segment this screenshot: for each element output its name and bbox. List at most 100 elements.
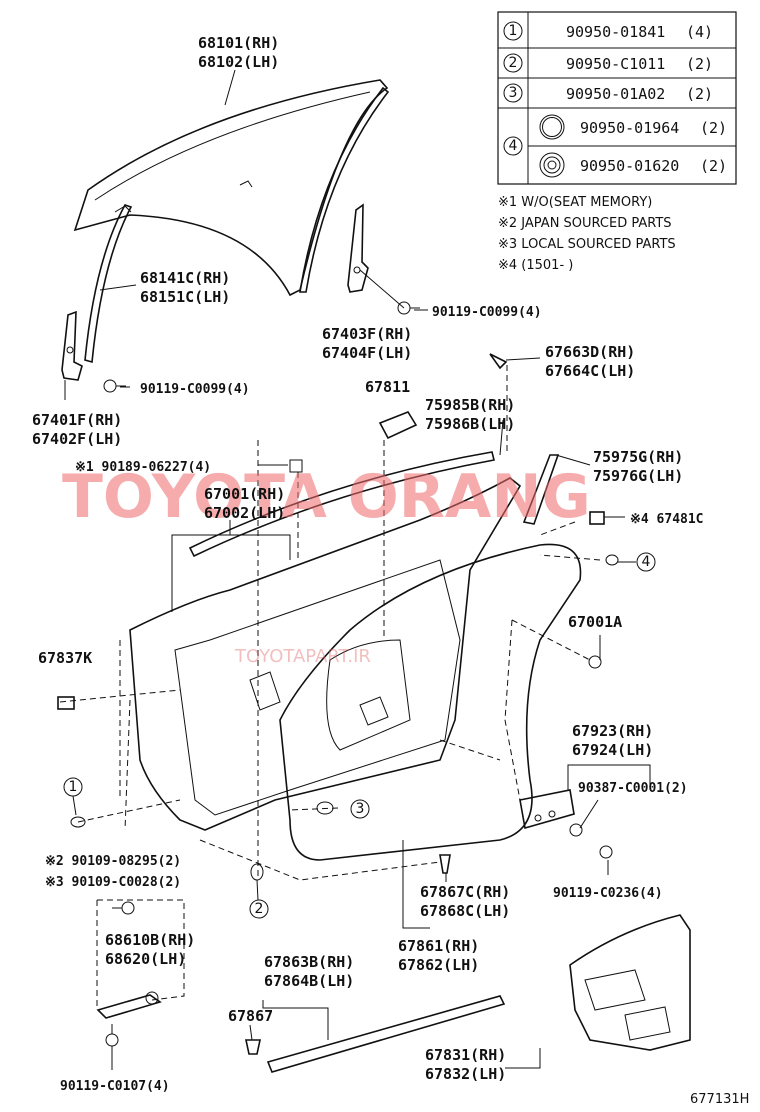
label-68141: 68141C(RH) xyxy=(140,269,230,287)
label-67663: 67663D(RH) xyxy=(545,343,635,361)
table-part-4b: 90950-01620 xyxy=(580,157,679,175)
watermark-sub: TOYOTAPART.IR xyxy=(234,646,371,667)
label-67864: 67864B(LH) xyxy=(264,972,354,990)
run-channel-drawing xyxy=(84,204,133,364)
label-90119d: 90119-C0107(4) xyxy=(60,1079,170,1094)
label-90119b: 90119-C0099(4) xyxy=(432,305,542,320)
label-90387: 90387-C0001(2) xyxy=(578,781,688,796)
door-check-drawing xyxy=(96,991,162,1019)
label-67401: 67401F(RH) xyxy=(32,411,122,429)
bolt-icon xyxy=(599,845,613,859)
label-90109b: ※3 90109-C0028(2) xyxy=(45,875,181,890)
label-67811: 67811 xyxy=(365,378,410,396)
label-67831: 67831(RH) xyxy=(425,1046,506,1064)
plug-icon xyxy=(605,554,619,566)
stopper-drawing xyxy=(519,789,575,830)
callout-3: 3 xyxy=(350,799,370,819)
bolt-icon xyxy=(103,379,126,393)
label-75976: 75976G(LH) xyxy=(593,467,683,485)
svg-text:4: 4 xyxy=(642,554,651,570)
bolt-icon xyxy=(569,823,583,837)
trim-panel-drawing xyxy=(569,914,691,1051)
table-qty-2: (2) xyxy=(686,55,713,73)
diagram-ref: 677131H xyxy=(690,1092,749,1107)
watermark-main: TOYOTA ORANG xyxy=(62,462,591,532)
label-67481: ※4 67481C xyxy=(630,512,704,527)
weatherstrip-drawing xyxy=(279,543,582,861)
bolt-icon xyxy=(397,301,420,315)
leader-lines xyxy=(64,69,651,1070)
label-68620: 68620(LH) xyxy=(105,950,186,968)
door-glass-drawing xyxy=(73,79,389,297)
bracket-icon xyxy=(489,353,508,370)
label-67403: 67403F(RH) xyxy=(322,325,412,343)
note-1: ※1 W/O(SEAT MEMORY) xyxy=(498,195,652,210)
plug-icon xyxy=(70,816,86,828)
svg-text:2: 2 xyxy=(255,901,264,917)
front-bracket-drawing xyxy=(61,310,83,381)
belt-garnish-drawing xyxy=(522,454,560,525)
legend-table: 1 90950-01841 (4) 2 90950-C1011 (2) 3 90… xyxy=(497,11,737,185)
label-90119c: 90119-C0236(4) xyxy=(553,886,663,901)
label-90109a: ※2 90109-08295(2) xyxy=(45,854,181,869)
svg-text:3: 3 xyxy=(356,801,365,817)
label-68101: 68101(RH) xyxy=(198,34,279,52)
clip-icon xyxy=(439,854,451,874)
clip-icon xyxy=(589,511,605,525)
label-67404: 67404F(LH) xyxy=(322,344,412,362)
label-75986: 75986B(LH) xyxy=(425,415,515,433)
callout-2: 2 xyxy=(249,879,269,919)
bolt-icon xyxy=(105,1024,119,1047)
label-90189: ※1 90189-06227(4) xyxy=(75,460,211,475)
table-qty-4a: (2) xyxy=(700,119,727,137)
callout-4: 4 xyxy=(636,552,656,572)
label-68151: 68151C(LH) xyxy=(140,288,230,306)
label-67867: 67867 xyxy=(228,1007,273,1025)
label-67002: 67002(LH) xyxy=(204,504,285,522)
label-67867c: 67867C(RH) xyxy=(420,883,510,901)
table-part-4a: 90950-01964 xyxy=(580,119,679,137)
rear-bracket-drawing xyxy=(347,203,369,293)
label-67923: 67923(RH) xyxy=(572,722,653,740)
svg-text:1: 1 xyxy=(69,779,78,795)
bolt-icon xyxy=(112,901,135,915)
dashed-lines xyxy=(59,365,601,1010)
plug-icon xyxy=(316,801,334,815)
table-qty-3: (2) xyxy=(686,85,713,103)
label-90119a: 90119-C0099(4) xyxy=(140,382,250,397)
note-4: ※4 (1501- ) xyxy=(498,258,573,273)
label-68102: 68102(LH) xyxy=(198,53,279,71)
note-3: ※3 LOCAL SOURCED PARTS xyxy=(498,237,676,252)
table-num-3: 3 xyxy=(509,85,518,101)
label-67863: 67863B(RH) xyxy=(264,953,354,971)
table-qty-4b: (2) xyxy=(700,157,727,175)
label-67832: 67832(LH) xyxy=(425,1065,506,1083)
o-ring-icon xyxy=(539,114,565,140)
table-part-3: 90950-01A02 xyxy=(566,85,665,103)
table-qty-1: (4) xyxy=(686,23,713,41)
belt-molding-drawing xyxy=(188,451,495,558)
note-2: ※2 JAPAN SOURCED PARTS xyxy=(498,216,672,231)
rear-run-drawing xyxy=(299,86,390,293)
plug-icon xyxy=(250,863,264,881)
table-num-2: 2 xyxy=(509,55,518,71)
label-67402: 67402F(LH) xyxy=(32,430,122,448)
door-panel-drawing xyxy=(129,477,522,831)
clip-icon xyxy=(588,655,602,669)
label-67862: 67862(LH) xyxy=(398,956,479,974)
grommet-icon xyxy=(539,152,565,178)
label-68610: 68610B(RH) xyxy=(105,931,195,949)
label-67861: 67861(RH) xyxy=(398,937,479,955)
label-67868c: 67868C(LH) xyxy=(420,902,510,920)
label-67924: 67924(LH) xyxy=(572,741,653,759)
label-67001a: 67001A xyxy=(568,613,622,631)
part-labels: 68101(RH) 68102(LH) 68141C(RH) 68151C(LH… xyxy=(32,34,749,1107)
table-part-2: 90950-C1011 xyxy=(566,55,665,73)
label-67001: 67001(RH) xyxy=(204,485,285,503)
clip-icon xyxy=(289,459,303,473)
label-67837: 67837K xyxy=(38,649,92,667)
label-75985: 75985B(RH) xyxy=(425,396,515,414)
lower-molding-drawing xyxy=(266,995,506,1073)
clip-icon xyxy=(245,1039,261,1055)
table-num-1: 1 xyxy=(509,23,518,39)
